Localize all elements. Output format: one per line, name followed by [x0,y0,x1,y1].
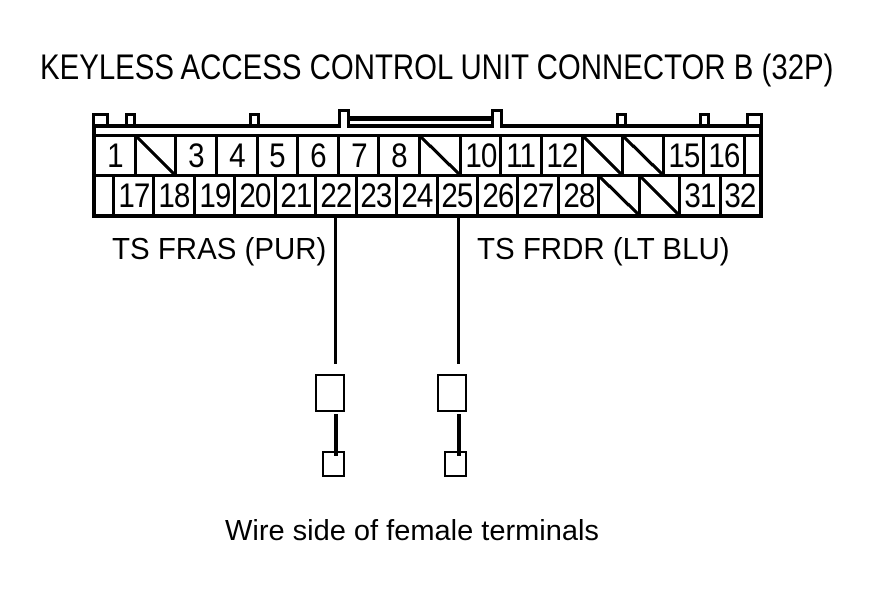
pin-cell-blocked [621,137,662,174]
connector-tab-icon [616,113,627,124]
pin-number: 27 [522,176,555,215]
wire-pin22 [334,218,337,364]
pin-cell-28: 28 [556,176,598,215]
pin-number: 25 [441,176,474,215]
pin-number: 11 [506,136,537,175]
pin-cell-10: 10 [458,136,500,175]
connector-tab-icon [249,113,260,124]
pin-cell-32: 32 [718,176,759,215]
wire-pin25 [457,218,460,364]
connector-latch-post-icon [491,109,503,128]
pin-cell-6: 6 [296,137,337,174]
connector-tab-icon [125,113,136,124]
terminal-symbol-large [315,374,345,412]
pin-cell-21: 21 [273,176,315,215]
terminal-symbol-small [444,451,467,477]
pin-number: 21 [279,176,312,215]
pin-number: 6 [310,136,326,175]
pin-cell-blocked [418,137,459,174]
pin-number: 4 [228,136,245,175]
pin-number: 32 [724,176,757,215]
pin-cell-blocked [580,137,622,174]
pin-cell-23: 23 [354,176,396,215]
pin-cell-blocked [597,177,638,214]
pin-number: 12 [546,136,578,175]
blank-edge-cell [96,177,112,214]
pin-number: 20 [239,176,271,215]
pin-number: 7 [350,136,367,175]
pin-number: 17 [118,176,150,215]
pin-cell-1: 1 [96,137,134,174]
pin-cell-26: 26 [475,176,517,215]
pin-cell-17: 17 [112,176,153,215]
pin-number: 28 [562,176,595,215]
connector-latch-bar [346,116,497,121]
pin-number: 22 [320,176,352,215]
connector-tab-icon [699,113,710,124]
pin-number: 23 [360,176,393,215]
pin-cell-25: 25 [435,176,476,215]
pin-cell-5: 5 [255,136,297,175]
connector-corner-tab-right [746,113,763,124]
pin-number: 8 [391,136,407,175]
pin-cell-16: 16 [702,137,743,174]
signal-label-ts-frdr: TS FRDR (LT BLU) [477,231,730,266]
wire-pin22-lower [334,414,338,456]
pin-cell-31: 31 [678,176,719,215]
pin-cell-27: 27 [516,176,557,215]
signal-label-ts-fras: TS FRAS (PUR) [112,231,327,266]
diagram-title: KEYLESS ACCESS CONTROL UNIT CONNECTOR B … [40,48,834,87]
pin-cell-7: 7 [336,136,378,175]
pin-number: 10 [464,136,497,175]
terminal-symbol-small [322,451,345,477]
pin-cell-3: 3 [174,137,215,174]
terminal-symbol-large [437,374,467,412]
pin-number: 31 [684,176,716,215]
pin-number: 1 [107,136,123,175]
pin-cell-18: 18 [152,176,193,215]
pin-number: 5 [269,136,286,175]
blank-edge-cell [743,137,759,174]
pin-number: 26 [482,176,514,215]
pin-cell-blocked [133,137,175,174]
pin-cell-8: 8 [377,137,418,174]
wire-side-caption: Wire side of female terminals [225,515,599,547]
pin-number: 24 [401,176,433,215]
pin-number: 15 [667,136,700,175]
pin-number: 3 [188,136,204,175]
pin-cell-blocked [637,177,679,214]
pin-cell-24: 24 [395,176,436,215]
pin-number: 18 [158,176,191,215]
pin-number: 16 [708,136,741,175]
pin-cell-11: 11 [499,137,540,174]
connector-corner-tab-left [92,113,109,124]
wire-pin25-lower [457,414,461,456]
pin-cell-20: 20 [233,176,274,215]
pin-cell-22: 22 [314,176,355,215]
pin-number: 19 [199,176,231,215]
pin-cell-12: 12 [539,136,581,175]
pin-cell-4: 4 [214,136,256,175]
connector-latch-post-icon [338,109,350,128]
pin-cell-19: 19 [192,176,234,215]
pin-cell-15: 15 [661,136,703,175]
